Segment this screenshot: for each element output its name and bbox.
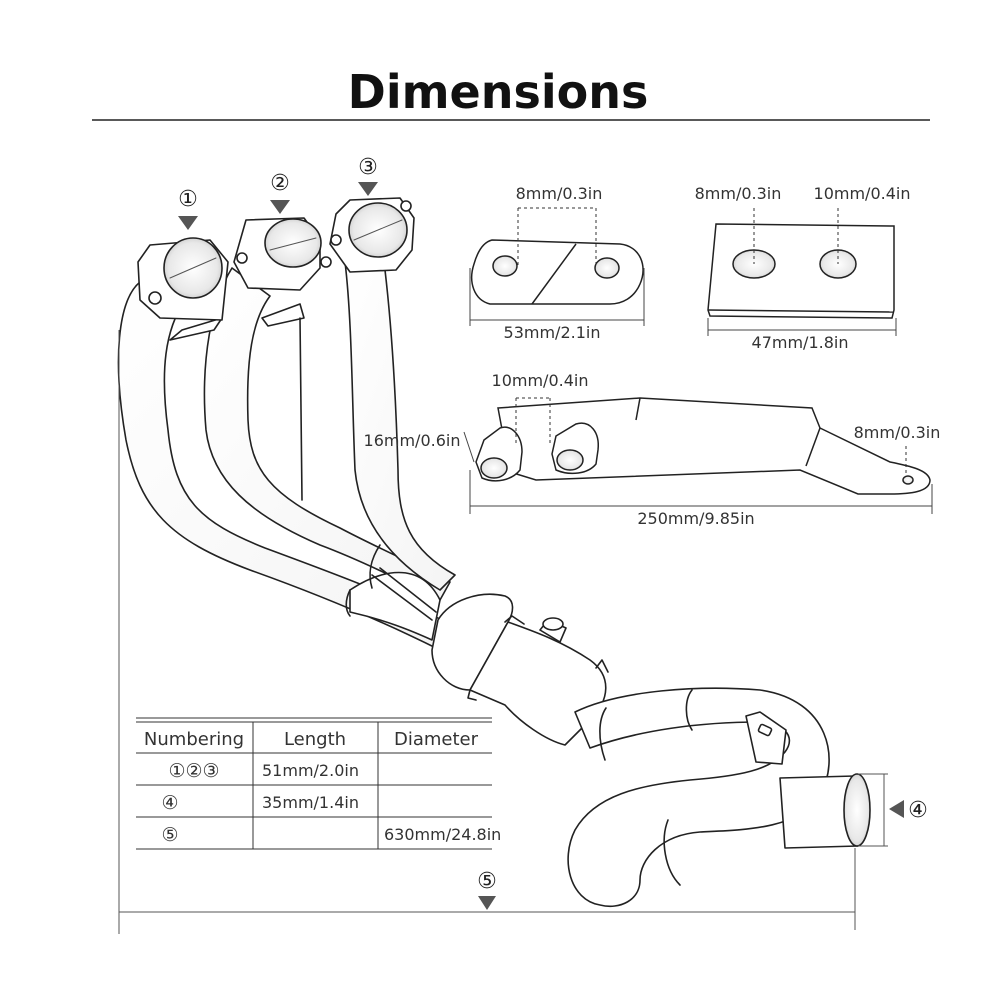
page-title: Dimensions xyxy=(348,65,649,119)
hanger-tab-hole xyxy=(757,723,773,737)
spring-hook-1 xyxy=(504,615,525,625)
collector-slit-2 xyxy=(379,567,437,613)
marker-4: ④ xyxy=(908,798,928,823)
header-brace-line xyxy=(299,317,303,501)
pipe-band-1 xyxy=(369,544,381,589)
boss-height-dim xyxy=(463,431,475,463)
pipe-band-2 xyxy=(345,589,351,617)
table-cell-numbering: ①②③ xyxy=(168,760,219,782)
marker-5: ⑤ xyxy=(477,869,497,894)
marker-2: ② xyxy=(270,171,290,196)
marker-4-arrow xyxy=(889,800,904,818)
collector-sleeve xyxy=(431,593,514,691)
table-cell-numbering: ④ xyxy=(161,792,178,814)
marker-1: ① xyxy=(178,187,198,212)
table-cell-diameter: 630mm/24.8in xyxy=(384,825,501,844)
marker-3-arrow xyxy=(358,182,378,196)
long-bracket-length-label: 250mm/9.85in xyxy=(637,509,754,528)
header-pipe-3 xyxy=(344,261,456,591)
header-brace-right xyxy=(261,303,305,327)
hanger-tab xyxy=(745,711,787,765)
long-bracket-tip-hole-label: 8mm/0.3in xyxy=(854,423,941,442)
spring-hook-3 xyxy=(595,659,609,673)
flange-2 xyxy=(233,217,332,291)
spring-hook-2 xyxy=(467,689,477,701)
table-header-diameter: Diameter xyxy=(394,729,479,750)
marker-2-arrow xyxy=(270,200,290,214)
plate-width-label: 47mm/1.8in xyxy=(752,333,849,352)
o2-sensor-cap xyxy=(542,617,564,631)
s-bend-pipe xyxy=(567,687,830,907)
mid-pipe xyxy=(469,621,607,746)
marker-3: ③ xyxy=(358,155,378,180)
dimensions-table: Numbering Length Diameter ①②③ 51mm/2.0in… xyxy=(136,717,501,850)
table-header-numbering: Numbering xyxy=(144,729,244,750)
long-bracket-boss-label: 16mm/0.6in xyxy=(364,431,461,450)
small-bracket xyxy=(470,239,644,305)
small-bracket-hole-label: 8mm/0.3in xyxy=(516,184,603,203)
exhaust-header-drawing xyxy=(117,197,871,907)
s-bend-ring-3 xyxy=(663,819,681,886)
table-cell-length: 35mm/1.4in xyxy=(262,793,359,812)
marker-1-arrow xyxy=(178,216,198,230)
table-cell-numbering: ⑤ xyxy=(161,824,178,846)
marker-5-arrow xyxy=(478,896,496,910)
table-cell-length: 51mm/2.0in xyxy=(262,761,359,780)
flange-3 xyxy=(329,197,415,273)
plate-small-hole-label: 8mm/0.3in xyxy=(695,184,782,203)
outlet-opening xyxy=(843,773,871,847)
mounting-plate xyxy=(707,223,895,319)
small-bracket-length-label: 53mm/2.1in xyxy=(504,323,601,342)
plate-large-hole-label: 10mm/0.4in xyxy=(814,184,911,203)
long-bracket-hole-label: 10mm/0.4in xyxy=(492,371,589,390)
collector-cone xyxy=(349,571,441,641)
s-bend-ring-2 xyxy=(685,689,693,731)
collector-slit-1 xyxy=(371,574,433,621)
table-header-length: Length xyxy=(284,729,346,750)
flange-1 xyxy=(137,237,229,321)
s-bend-ring-1 xyxy=(599,707,607,761)
long-bracket xyxy=(475,397,931,495)
